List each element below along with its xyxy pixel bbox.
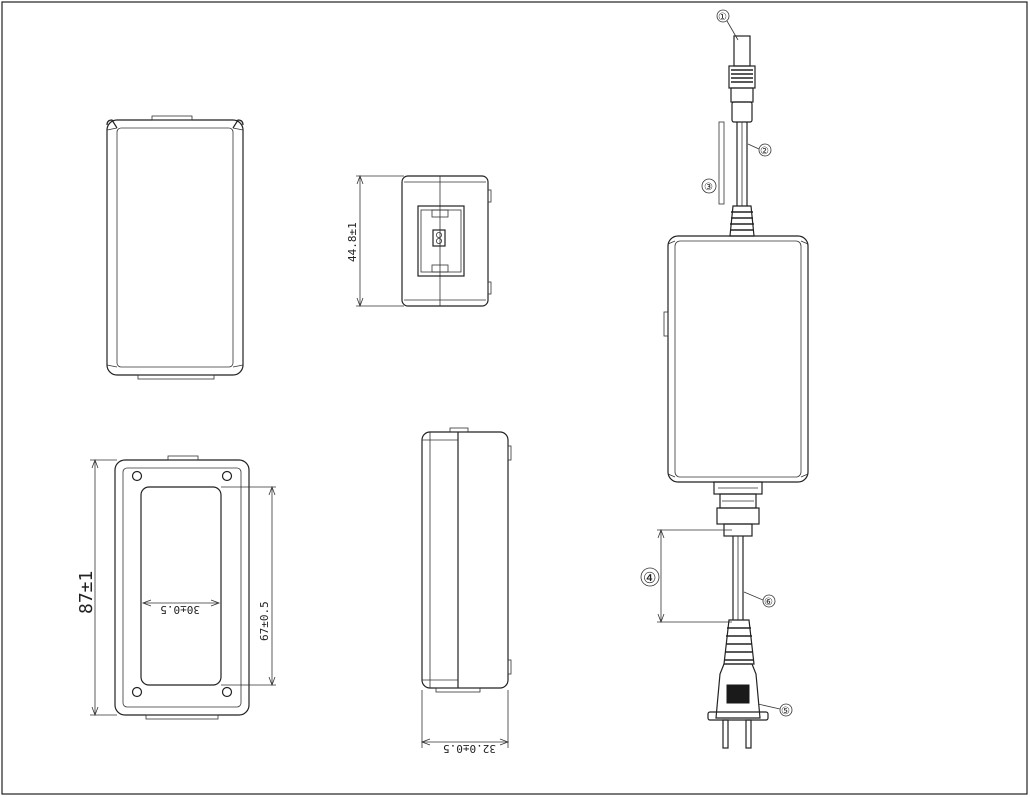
dc-plug [728, 35, 756, 123]
callout-4: ④ [640, 567, 660, 587]
svg-text:④: ④ [643, 569, 656, 587]
strain-relief-top [729, 205, 755, 237]
svg-text:②: ② [760, 146, 769, 157]
svg-text:①: ① [718, 12, 727, 23]
svg-text:⑥: ⑥ [764, 597, 773, 608]
svg-text:③: ③ [704, 182, 713, 193]
adapter-housing [667, 235, 809, 483]
dim-height-label: 44.8±1 [346, 222, 359, 262]
callout-2: ② [747, 143, 772, 157]
callout-1: ① [716, 9, 739, 41]
strain-relief-bottom [713, 481, 763, 537]
dim-label-width: 30±0.5 [160, 603, 200, 616]
svg-text:⑤: ⑤ [781, 706, 790, 717]
dim-label-length: 67±0.5 [258, 601, 271, 641]
callout-6: ⑥ [743, 591, 776, 608]
end-view-outlet: 44.8±1 [346, 174, 492, 308]
dim-length-label: 87±1 [76, 571, 97, 614]
callout-3: ③ [701, 178, 717, 194]
bottom-view: 87±1 67±0.5 30±0.5 [76, 455, 276, 720]
ac-plug [707, 619, 769, 749]
side-view: 32.0±0.5 [420, 427, 512, 755]
adapter-assembly: ① ② ③ ④ ⑥ ⑤ [640, 9, 809, 749]
front-view-top [106, 115, 244, 380]
dim-side-width-label: 32.0±0.5 [443, 742, 496, 755]
callout-5: ⑤ [757, 703, 793, 717]
